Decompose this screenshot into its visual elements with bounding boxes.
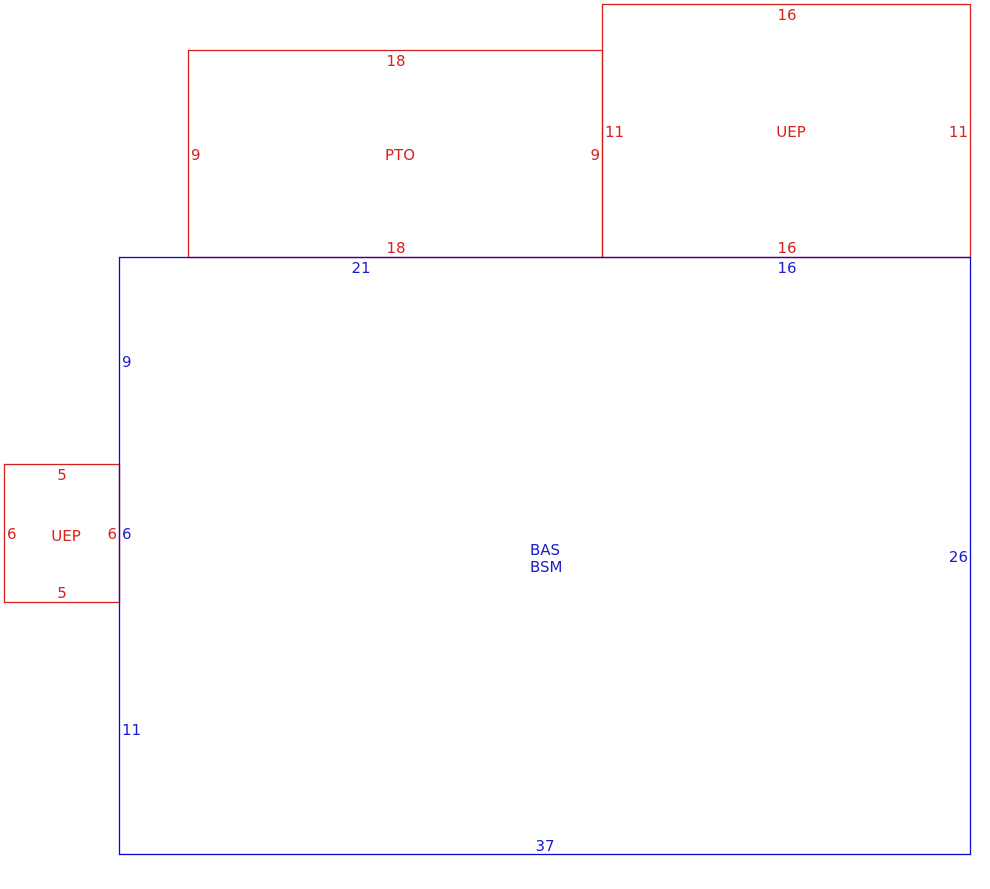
main-building: BAS BSM 21 16 9 6 11 26 37 [118, 256, 972, 856]
uep-top-bottom-dimension: 16 [777, 239, 796, 257]
main-top-right-dimension: 16 [777, 259, 796, 277]
uep-left-bottom-dimension: 5 [57, 584, 67, 602]
uep-top-top-dimension: 16 [777, 6, 796, 24]
uep-left-name: UEP [51, 527, 81, 545]
pto-top-dimension: 18 [386, 52, 405, 70]
main-name-line-2: BSM [530, 558, 563, 576]
main-outline [118, 256, 972, 856]
main-name-line-1: BAS [530, 541, 560, 559]
main-bottom-dimension: 37 [535, 837, 554, 855]
pto-left-dimension: 9 [191, 146, 201, 164]
uep-top-annex: UEP 16 16 11 11 [601, 3, 972, 259]
main-left-upper-dimension: 9 [122, 353, 132, 371]
uep-left-top-dimension: 5 [57, 466, 67, 484]
uep-left-left-dimension: 6 [7, 525, 17, 543]
pto-right-dimension: 9 [590, 146, 600, 164]
main-right-dimension: 26 [949, 548, 968, 566]
pto-bottom-dimension: 18 [386, 239, 405, 257]
uep-top-left-dimension: 11 [605, 123, 624, 141]
pto-name: PTO [385, 146, 415, 164]
uep-left-right-dimension: 6 [107, 525, 117, 543]
main-left-lower-dimension: 11 [122, 721, 141, 739]
uep-left-annex: UEP 5 5 6 6 [3, 463, 121, 604]
uep-top-name: UEP [776, 123, 806, 141]
main-left-middle-dimension: 6 [122, 525, 132, 543]
main-top-left-dimension: 21 [351, 259, 370, 277]
uep-top-right-dimension: 11 [949, 123, 968, 141]
pto-annex: PTO 18 18 9 9 [187, 49, 604, 259]
